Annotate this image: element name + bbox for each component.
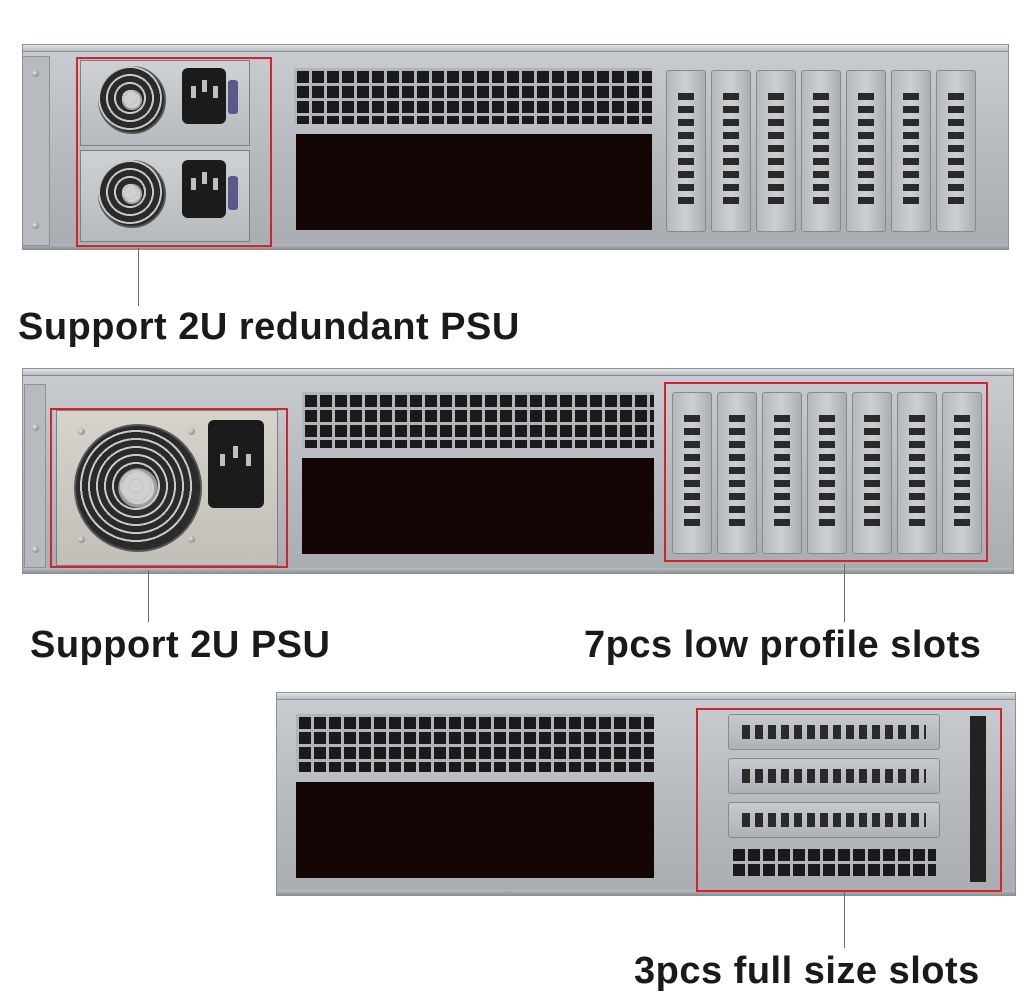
psu-handle xyxy=(228,176,238,210)
screw-icon xyxy=(188,536,195,543)
pcie-slot-cover xyxy=(756,70,796,232)
pcie-slot-cover xyxy=(762,392,802,554)
screw-icon xyxy=(32,424,39,431)
label-low-profile-slots: 7pcs low profile slots xyxy=(584,624,982,666)
pcie-slot-cover xyxy=(936,70,976,232)
screw-icon xyxy=(78,428,85,435)
chassis-top-edge xyxy=(277,693,1015,700)
highlight-box-psu xyxy=(50,408,288,568)
screw-icon xyxy=(32,222,39,229)
rack-ear-left xyxy=(22,56,50,246)
chassis-top-edge xyxy=(23,45,1008,52)
vent-grille xyxy=(294,68,652,124)
screw-icon xyxy=(188,428,195,435)
pcie-slot-cover xyxy=(942,392,982,554)
highlight-box-redundant-psu xyxy=(76,57,272,247)
vent-grille xyxy=(302,392,654,448)
motherboard-io-opening xyxy=(302,458,654,554)
fan-grill xyxy=(74,424,198,548)
pcie-slot-cover-full xyxy=(728,758,940,794)
pcie-slot-cover xyxy=(801,70,841,232)
chassis-bottom-edge xyxy=(277,890,1015,895)
label-single-psu: Support 2U PSU xyxy=(30,624,331,666)
rack-ear-left xyxy=(24,384,46,568)
pcie-slot-cover xyxy=(807,392,847,554)
pcie-slot-cover xyxy=(891,70,931,232)
screw-icon xyxy=(78,536,85,543)
highlight-box-full-size-slots xyxy=(696,708,1002,892)
power-inlet-icon xyxy=(182,68,226,124)
power-inlet-icon xyxy=(208,420,264,508)
screw-icon xyxy=(32,70,39,77)
pcie-slot-cover xyxy=(897,392,937,554)
power-inlet-icon xyxy=(182,160,226,218)
pcie-slot-cover xyxy=(717,392,757,554)
pcie-slot-cover xyxy=(852,392,892,554)
chassis-bottom-edge xyxy=(23,244,1008,249)
psu-handle xyxy=(228,80,238,114)
leader-line xyxy=(148,570,149,622)
vent-grille xyxy=(730,846,936,876)
highlight-box-low-profile-slots xyxy=(664,382,988,562)
screw-icon xyxy=(32,546,39,553)
pcie-slot-cover-full xyxy=(728,714,940,750)
label-redundant-psu: Support 2U redundant PSU xyxy=(18,306,520,348)
pcie-slot-cover xyxy=(711,70,751,232)
pcie-slot-cover xyxy=(672,392,712,554)
fan-grill xyxy=(98,160,162,224)
label-full-size-slots: 3pcs full size slots xyxy=(634,950,980,992)
vent-grille xyxy=(296,714,654,772)
chassis-bottom-edge xyxy=(23,568,1013,573)
slot-bracket-shadow xyxy=(970,716,986,882)
leader-line xyxy=(844,892,845,948)
pcie-slot-cover-full xyxy=(728,802,940,838)
leader-line xyxy=(844,564,845,622)
motherboard-io-opening xyxy=(296,782,654,878)
pcie-slot-cover xyxy=(666,70,706,232)
motherboard-io-opening xyxy=(296,134,652,230)
pcie-slot-cover xyxy=(846,70,886,232)
fan-grill xyxy=(98,66,162,130)
leader-line xyxy=(138,248,139,306)
chassis-top-edge xyxy=(23,369,1013,376)
